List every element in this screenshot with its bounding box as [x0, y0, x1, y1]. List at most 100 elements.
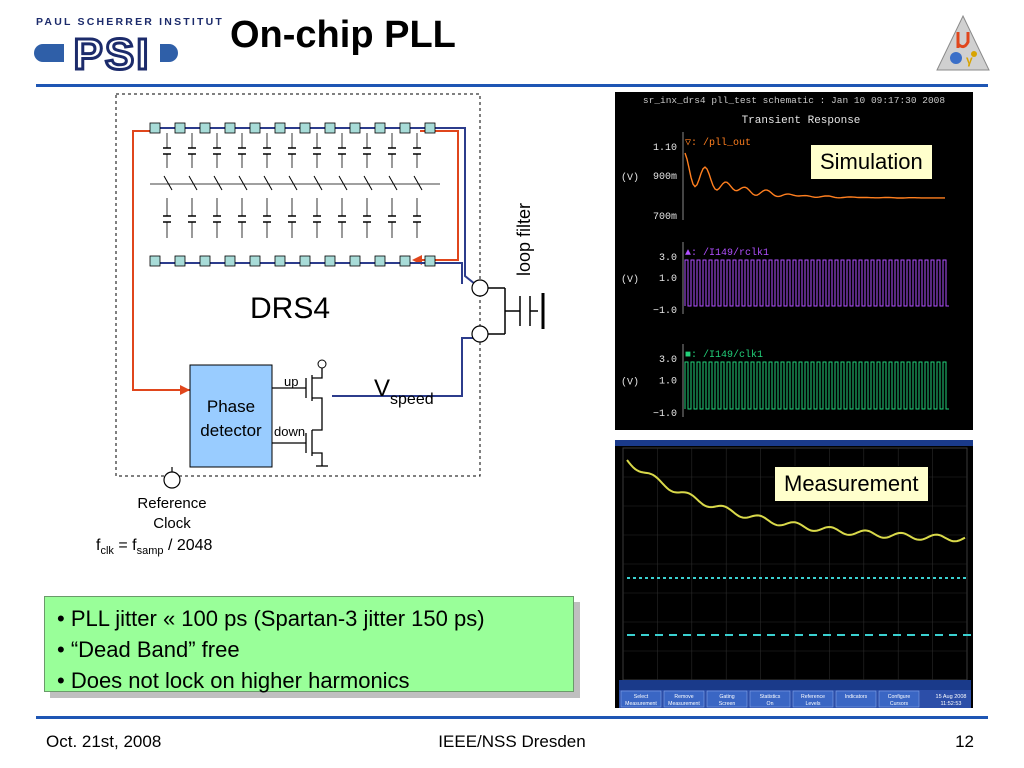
scope-menu-button	[792, 690, 834, 708]
delay-cell-top	[374, 122, 386, 134]
header-divider	[36, 84, 988, 87]
sim-tick-label: 700m	[653, 212, 677, 223]
muon-logo: γ	[936, 14, 990, 71]
phase-detector-label: detector	[200, 421, 262, 440]
feedback-arrow	[180, 385, 190, 395]
chip-boundary	[115, 93, 481, 477]
simulation-header: sr_inx_drs4 pll_test schematic : Jan 10 …	[643, 95, 945, 106]
sampling-switch	[163, 175, 173, 191]
delay-cell-top	[424, 122, 436, 134]
loop-filter-label: loop filter	[514, 203, 534, 276]
delay-cell-bottom	[299, 255, 311, 267]
sampling-switch	[363, 175, 373, 191]
sampling-switch	[413, 175, 423, 191]
chip-label: DRS4	[250, 292, 330, 325]
sim-tick-label: −1.0	[653, 306, 677, 317]
simulation-panel: sr_inx_drs4 pll_test schematic : Jan 10 …	[615, 92, 973, 430]
delay-cell-bottom	[274, 255, 286, 267]
delay-cell-bottom	[424, 255, 436, 267]
scope-menu-label: Indicators	[845, 694, 868, 700]
delay-cell-top	[199, 122, 211, 134]
scope-menu-button	[620, 690, 662, 708]
vspeed-node	[471, 279, 489, 297]
scope-menu-button	[835, 690, 877, 708]
phase-detector	[189, 364, 273, 468]
scope-menu-label: Levels	[806, 701, 821, 707]
scope-menu-label: Cursors	[890, 701, 909, 707]
sim-trace-name: ▽: /pll_out	[685, 137, 751, 149]
sampling-switch	[288, 175, 298, 191]
loop-filter-capacitor	[488, 287, 545, 335]
psi-logo-text: PAUL SCHERRER INSTITUT	[36, 16, 225, 28]
pll-schematic: DRS4 Phase detector up down Vspeed loop …	[96, 93, 545, 557]
delay-cell-bottom	[349, 255, 361, 267]
delay-cell-top	[224, 122, 236, 134]
summary-box: PLL jitter « 100 ps (Spartan-3 jitter 15…	[44, 596, 574, 693]
delay-cell-bottom	[324, 255, 336, 267]
psi-logo: PSI	[34, 30, 178, 76]
footer-date: Oct. 21st, 2008	[46, 732, 162, 751]
scope-menu-button	[663, 690, 705, 708]
sim-tick-label: 3.0	[659, 253, 677, 264]
feedback-wire	[132, 130, 459, 391]
scope-menu-label: Screen	[719, 701, 736, 707]
simulation-callout: Simulation	[810, 144, 933, 180]
measurement-callout: Measurement	[774, 466, 929, 502]
fclk-formula: fclk = fsamp / 2048	[96, 537, 213, 557]
scope-menu-button	[749, 690, 791, 708]
footer-conference: IEEE/NSS Dresden	[438, 732, 586, 751]
sim-unit-label: (V)	[621, 377, 639, 389]
sim-trace-name: ▲: /I149/rclk1	[685, 247, 769, 259]
scope-menu-button	[878, 690, 920, 708]
reference-clock-input	[163, 471, 181, 489]
vspeed-label: Vspeed	[374, 375, 434, 408]
footer-divider	[36, 716, 988, 719]
sampling-switch	[338, 175, 348, 191]
vspeed-main: V	[374, 375, 390, 402]
delay-cell-bottom	[174, 255, 186, 267]
delay-cell-top	[149, 122, 161, 134]
delay-cell-top	[274, 122, 286, 134]
supply-node	[317, 359, 327, 369]
reference-clock-label: Reference	[137, 495, 206, 512]
delay-cell-bottom	[249, 255, 261, 267]
simulation-subtitle: Transient Response	[742, 115, 861, 127]
down-signal-label: down	[274, 424, 305, 439]
scope-time: 11:52:53	[940, 701, 961, 707]
scope-menu-label: Measurement	[625, 701, 657, 707]
delay-cell-bottom	[149, 255, 161, 267]
delay-cell-bottom	[224, 255, 236, 267]
charge-pump	[272, 368, 328, 467]
sim-tick-label: 900m	[653, 172, 677, 183]
psi-logo-mark: PSI	[74, 30, 151, 76]
sim-trace-clk1	[684, 361, 949, 410]
delay-cell-bottom	[399, 255, 411, 267]
delay-chain	[149, 122, 440, 267]
sampling-switch	[388, 175, 398, 191]
scope-menu-label: Statistics	[760, 694, 781, 700]
sampling-switch	[263, 175, 273, 191]
page-number: 12	[955, 732, 974, 751]
vspeed-node	[471, 325, 489, 343]
sim-unit-label: (V)	[621, 274, 639, 286]
sim-trace-rclk1	[684, 259, 949, 307]
scope-date: 15 Aug 2008	[936, 694, 967, 700]
delay-cell-top	[324, 122, 336, 134]
scope-menu-label: Reference	[801, 694, 825, 700]
sampling-switch	[313, 175, 323, 191]
phase-detector-label: Phase	[207, 397, 255, 416]
sim-tick-label: 1.10	[653, 143, 677, 154]
sampling-switch	[188, 175, 198, 191]
scope-menu-button	[706, 690, 748, 708]
sim-tick-label: 1.0	[659, 274, 677, 285]
svg-text:γ: γ	[966, 53, 973, 67]
delay-cell-top	[174, 122, 186, 134]
bullet-item: PLL jitter « 100 ps (Spartan-3 jitter 15…	[57, 603, 573, 634]
delay-cell-top	[299, 122, 311, 134]
bullet-item: “Dead Band” free	[57, 634, 573, 665]
sim-trace-name: ■: /I149/clk1	[685, 349, 763, 361]
sim-tick-label: −1.0	[653, 409, 677, 420]
scope-menu-label: Measurement	[668, 701, 700, 707]
scope-trace-pll-output	[626, 459, 966, 543]
scope-menu-label: Configure	[888, 694, 911, 700]
